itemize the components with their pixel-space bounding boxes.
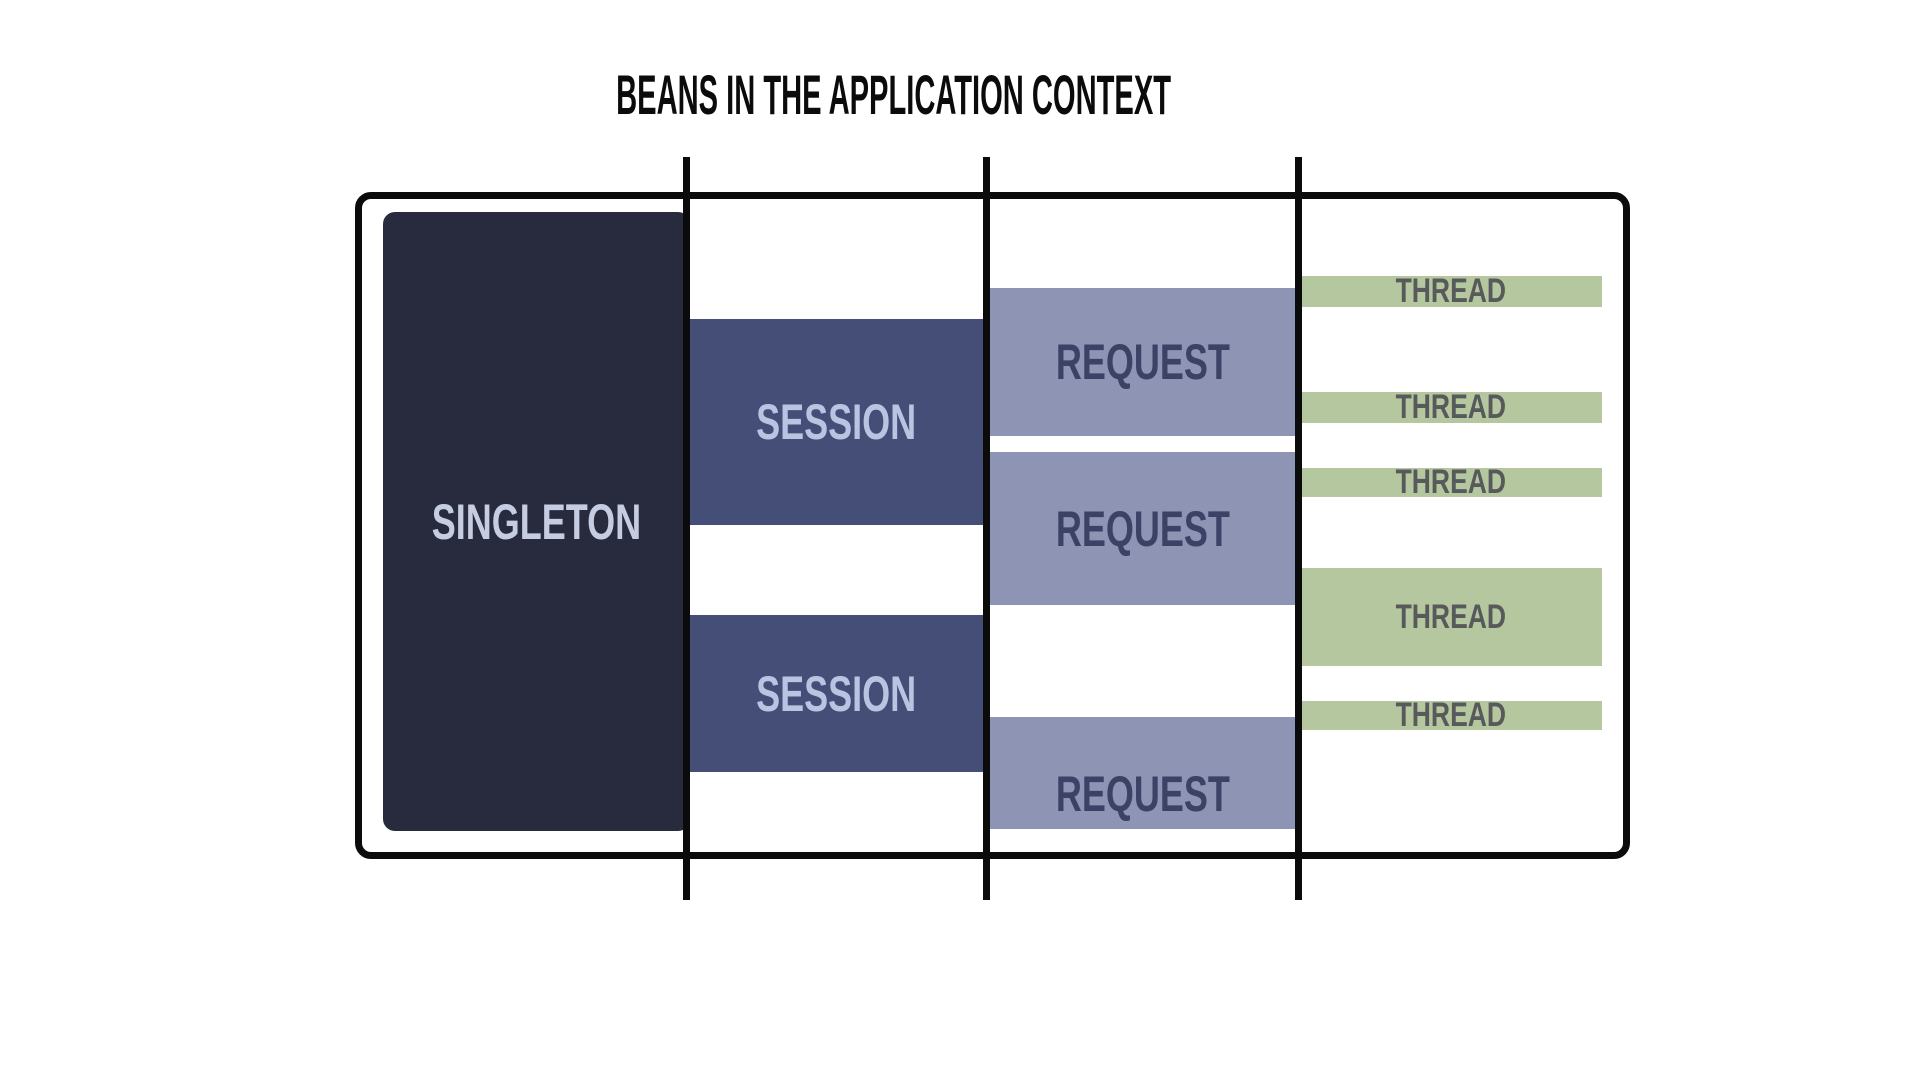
page-title: BEANS IN THE APPLICATION CONTEXT — [0, 62, 1788, 127]
column-divider-1 — [683, 157, 690, 900]
application-context-border — [355, 192, 1630, 859]
request-box-1: REQUEST — [987, 288, 1298, 436]
thread-label: THREAD — [1395, 388, 1506, 426]
session-box-1: SESSION — [687, 319, 986, 525]
request-box-2: REQUEST — [987, 452, 1298, 605]
singleton-label: SINGLETON — [431, 493, 642, 550]
column-divider-3 — [1295, 157, 1302, 900]
request-label: REQUEST — [1055, 334, 1230, 390]
request-label: REQUEST — [1055, 500, 1230, 557]
request-label: REQUEST — [1055, 766, 1230, 822]
session-label: SESSION — [756, 394, 917, 450]
request-box-3: REQUEST — [987, 717, 1298, 829]
session-label: SESSION — [756, 665, 917, 722]
thread-label: THREAD — [1395, 597, 1506, 636]
thread-bar-4: THREAD — [1299, 568, 1602, 666]
thread-bar-5: THREAD — [1299, 696, 1602, 734]
singleton-box: SINGLETON — [383, 212, 690, 831]
page-title-text: BEANS IN THE APPLICATION CONTEXT — [616, 63, 1172, 126]
thread-bar-3: THREAD — [1299, 463, 1602, 501]
thread-label: THREAD — [1395, 272, 1506, 310]
thread-label: THREAD — [1395, 696, 1506, 734]
thread-bar-1: THREAD — [1299, 272, 1602, 310]
thread-label: THREAD — [1395, 463, 1506, 501]
session-box-2: SESSION — [687, 615, 986, 772]
column-divider-2 — [983, 157, 990, 900]
thread-bar-2: THREAD — [1299, 388, 1602, 426]
